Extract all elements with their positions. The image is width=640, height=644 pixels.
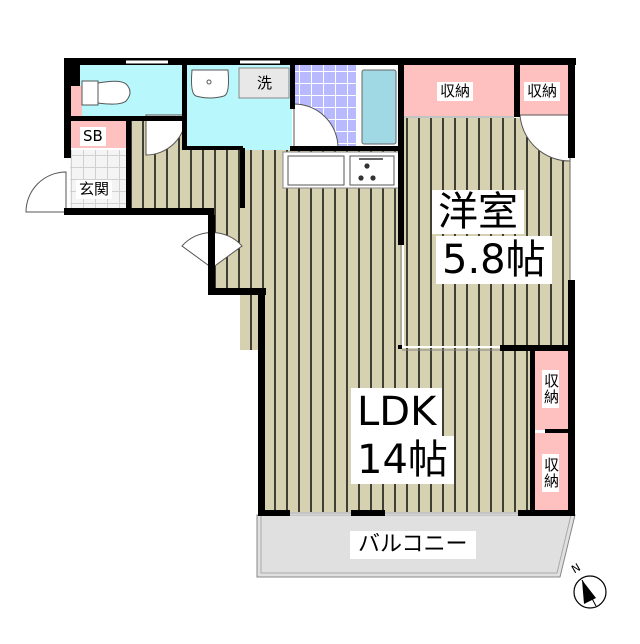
washroom: [186, 65, 292, 150]
washer-label: 洗: [257, 74, 273, 92]
room-label-entrance: 玄関: [76, 180, 113, 199]
bathroom: [293, 65, 400, 150]
room-label-western-size: 5.8帖: [436, 236, 552, 284]
balcony-label: バルコニー: [350, 531, 476, 559]
storage-areas: [70, 65, 570, 510]
toilet-room: [70, 65, 184, 118]
room-label-ldk-size: 14帖: [351, 436, 454, 484]
room-label-sb: SB: [80, 127, 106, 146]
storage-label-right-upper: 収納: [542, 370, 560, 408]
room-label-western-name: 洋室: [432, 190, 524, 234]
room-label-ldk-name: LDK: [351, 388, 443, 436]
storage-label-top-right: 収納: [524, 82, 561, 101]
storage-label-right-lower: 収納: [542, 454, 560, 492]
walls: [64, 58, 576, 516]
windows: [126, 60, 518, 514]
storage-label-top-left: 収納: [437, 82, 474, 101]
compass-icon: [573, 575, 607, 609]
kitchen-counter: [282, 151, 400, 189]
